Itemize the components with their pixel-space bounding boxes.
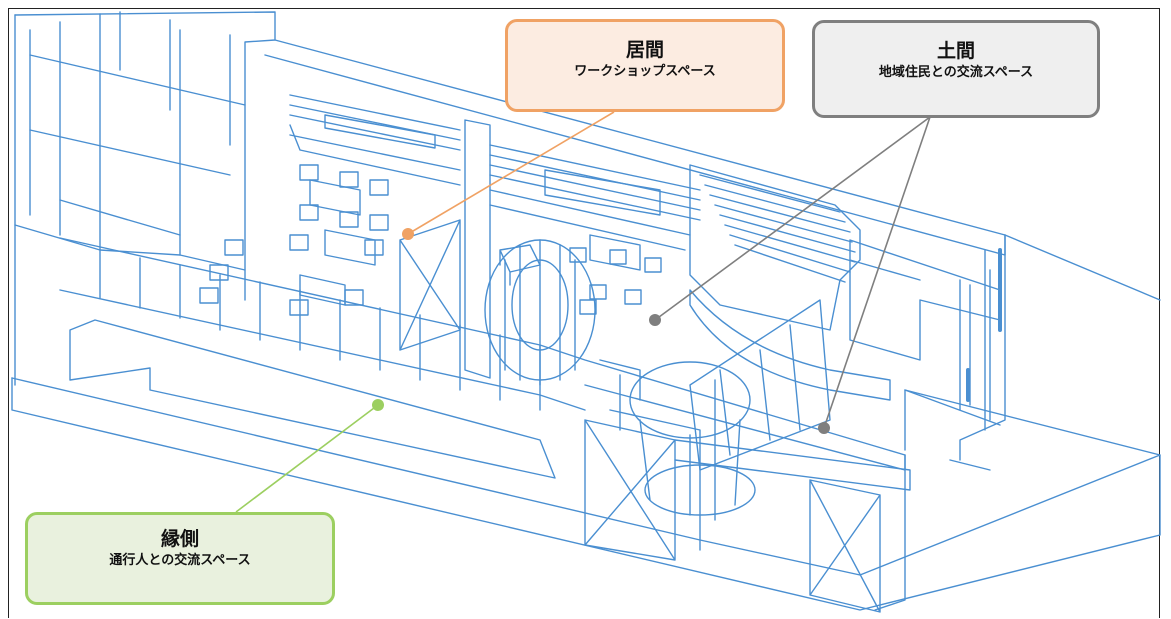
seating-screen-right [544,169,661,216]
callout-ima-title: 居間 [625,39,664,61]
glass-frame [689,299,831,471]
workshop-table-2 [324,229,376,266]
stair-treads [699,174,856,283]
doma-marker-dot-1 [649,314,661,326]
doma-chairs [569,247,662,315]
left-room-partition [14,54,246,271]
doma-table [589,234,641,271]
east-wall [874,234,1006,611]
bridge-beam [674,439,911,491]
center-frame [399,219,461,351]
callout-doma-subtitle: 地域住民との交流スペース [878,65,1034,80]
east-wall-hatch [966,248,1002,402]
callout-engawa-title: 縁側 [160,528,199,550]
veranda-deck [69,319,556,479]
doma-marker-dot-2 [818,422,830,434]
front-mullions [99,249,541,411]
ground-slab-edge [11,377,1161,576]
figure-frame [8,8,1160,618]
ima-marker-dot [402,228,414,240]
spiral-stair-rails [504,239,576,386]
seating-screen-left [324,114,436,149]
engawa-marker-dot [372,399,384,411]
callout-doma: 土間 地域住民との交流スペース [812,20,1100,118]
workshop-chairs [199,164,389,316]
front-tower [584,409,701,561]
callout-ima: 居間 ワークショップスペース [505,19,785,112]
doma-cube [499,244,541,286]
doma-leader-line-2 [823,116,931,429]
stair-curve [689,289,891,401]
misc-lines [599,234,1161,471]
callout-engawa-subtitle: 通行人との交流スペース [109,553,251,568]
callout-doma-title: 土間 [936,40,975,62]
engawa-leader-line [235,404,379,513]
callout-ima-subtitle: ワークショップスペース [574,64,716,79]
center-partition [464,119,491,379]
seating-rows-right [489,144,701,251]
doma-leader-line-1 [654,116,931,321]
corner-tower [809,479,881,613]
ima-leader-line [407,111,615,235]
seating-rows-left [289,94,461,186]
round-table-legs [639,379,741,521]
left-room-walls [14,11,231,386]
callout-engawa: 縁側 通行人との交流スペース [25,512,335,605]
